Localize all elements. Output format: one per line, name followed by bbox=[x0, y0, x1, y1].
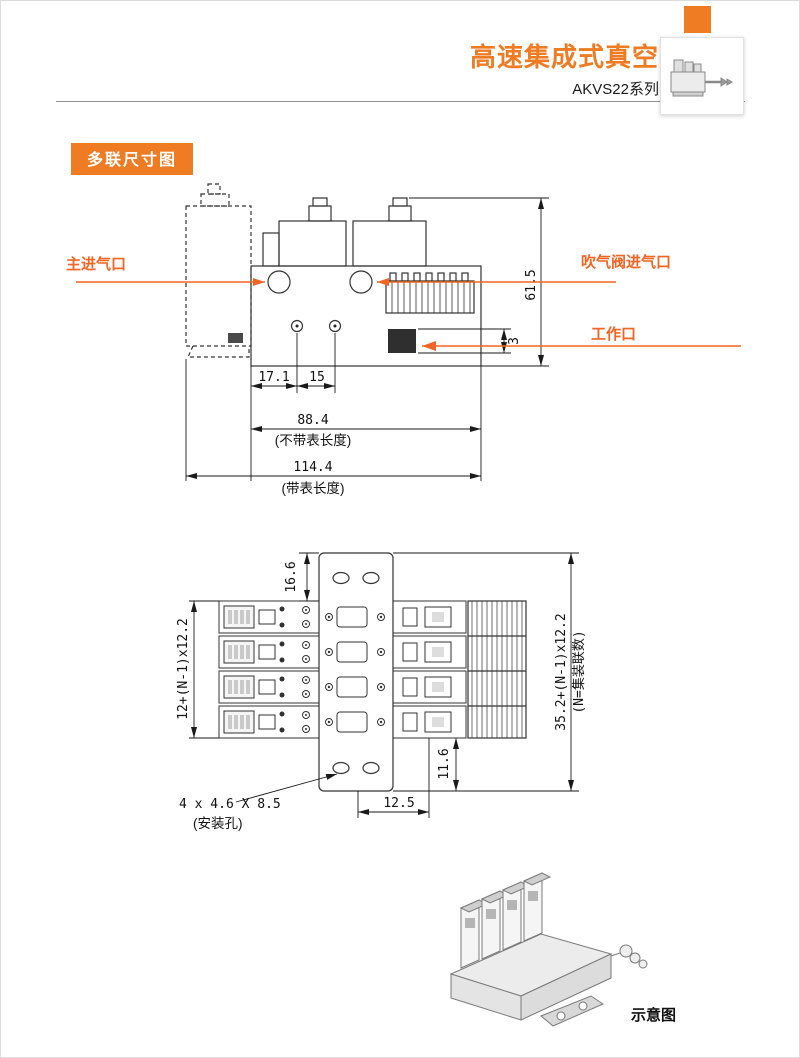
dim-overall-height-right: 35.2+(N-1)x12.2 (N=集装联数) bbox=[393, 552, 587, 792]
terminal-strip bbox=[385, 272, 475, 314]
mounting-hole bbox=[332, 571, 350, 585]
dim-hole-pitch-bottom: 12.5 bbox=[357, 738, 430, 818]
silencer-block bbox=[467, 600, 527, 739]
callout-main-inlet: 主进气口 bbox=[66, 255, 265, 286]
dim-overall-height-right-value: 35.2+(N-1)x12.2 bbox=[554, 613, 569, 730]
mounting-holes-callout: 4 x 4.6 X 8.5 (安装孔) bbox=[179, 773, 338, 831]
station-module-row bbox=[218, 705, 467, 739]
dim-length-without-gauge-note: (不带表长度) bbox=[275, 433, 352, 448]
dim-top-offset: 16.6 bbox=[284, 552, 319, 602]
schematic-caption: 示意图 bbox=[631, 1007, 677, 1024]
dim-hole-pitch-bottom-value: 12.5 bbox=[383, 796, 414, 811]
product-thumbnail-image bbox=[670, 59, 733, 97]
dim-hole-offset-value: 17.1 bbox=[258, 370, 289, 385]
gauge-foot-block bbox=[228, 333, 243, 343]
dim-hole-offsets: 17.1 15 bbox=[251, 370, 335, 389]
front-view-drawing: 16.6 12+(N-1)x12.2 35.2+(N-1)x12.2 (N=集装… bbox=[176, 552, 587, 831]
extension-lines bbox=[185, 333, 482, 481]
mounting-holes-note: (安装孔) bbox=[193, 816, 243, 831]
callout-blow-valve-inlet: 吹气阀进气口 bbox=[377, 253, 671, 286]
gauge-outline bbox=[185, 183, 252, 358]
dim-overall-height-value: 61.5 bbox=[524, 269, 539, 300]
mounting-plate bbox=[318, 552, 394, 792]
mounting-hole bbox=[332, 761, 350, 775]
dim-length-without-gauge: 88.4 (不带表长度) bbox=[251, 413, 481, 448]
dim-bottom-offset: 11.6 bbox=[437, 738, 459, 791]
dim-work-port-height: 3 bbox=[418, 328, 522, 354]
section-badge: 多联尺寸图 bbox=[71, 143, 194, 175]
dim-length-with-gauge-value: 114.4 bbox=[293, 460, 332, 475]
dim-top-offset-value: 16.6 bbox=[284, 561, 299, 592]
schematic-illustration bbox=[449, 872, 648, 1027]
dim-work-port-height-value: 3 bbox=[507, 337, 522, 345]
mounting-hole bbox=[362, 761, 380, 775]
top-view-drawing: 61.5 3 17.1 15 88.4 (不带表长度) 114.4 (带表长度) bbox=[66, 183, 741, 496]
callout-work-port: 工作口 bbox=[422, 325, 741, 351]
mounting-hole bbox=[362, 571, 380, 585]
dim-overall-height-right-note: (N=集装联数) bbox=[571, 630, 587, 713]
station-module-row bbox=[218, 670, 467, 704]
dim-hole-pitch-value: 15 bbox=[309, 370, 325, 385]
station-module-row bbox=[218, 600, 467, 634]
callout-work-port-label: 工作口 bbox=[591, 325, 636, 343]
corner-accent-square bbox=[684, 6, 711, 33]
station-module-row bbox=[218, 635, 467, 669]
header-rule bbox=[56, 101, 745, 102]
blow-valve-inlet-port bbox=[349, 270, 373, 294]
dim-stack-height-left: 12+(N-1)x12.2 bbox=[176, 600, 219, 739]
product-thumbnail bbox=[660, 37, 744, 115]
main-inlet-port bbox=[267, 270, 291, 294]
dim-length-with-gauge: 114.4 (带表长度) bbox=[186, 460, 481, 496]
work-port-block bbox=[388, 329, 416, 353]
valve-assembly bbox=[262, 197, 427, 267]
dim-bottom-offset-value: 11.6 bbox=[437, 748, 452, 779]
dim-stack-height-left-value: 12+(N-1)x12.2 bbox=[176, 618, 191, 720]
mounting-holes-value: 4 x 4.6 X 8.5 bbox=[179, 797, 281, 812]
dim-length-with-gauge-note: (带表长度) bbox=[282, 481, 345, 496]
callout-blow-valve-inlet-label: 吹气阀进气口 bbox=[581, 253, 671, 271]
series-subtitle: AKVS22系列 bbox=[572, 81, 659, 98]
page-title: 高速集成式真空 bbox=[469, 42, 659, 72]
station-rows bbox=[218, 600, 467, 739]
manifold-body bbox=[250, 265, 482, 367]
callout-main-inlet-label: 主进气口 bbox=[66, 255, 126, 273]
dim-length-without-gauge-value: 88.4 bbox=[297, 413, 328, 428]
